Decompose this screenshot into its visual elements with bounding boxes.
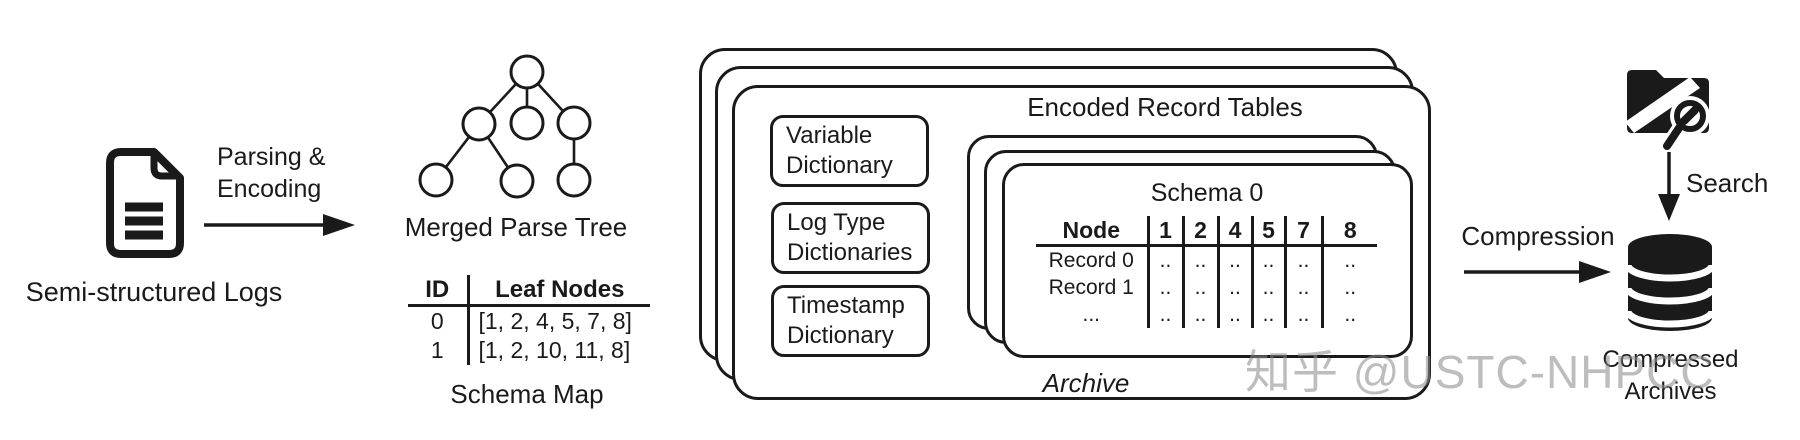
database-top (1628, 234, 1712, 260)
arrow-head (323, 214, 355, 236)
record-cell: .. (1283, 245, 1322, 274)
arrow-head (1658, 194, 1680, 221)
variable-dictionary-box: Variable Dictionary (770, 115, 929, 187)
node-id-header: 2 (1181, 216, 1218, 247)
record-cell: .. (1181, 274, 1218, 301)
node-id-header: 8 (1320, 216, 1377, 247)
record-cell: .. (1216, 274, 1252, 301)
parsing-label-line1: Parsing & (217, 143, 326, 171)
tree-node (499, 163, 535, 199)
record-row: Record 1 .. .. .. .. .. .. (1036, 274, 1377, 301)
encoded-record-table: Node 1 2 4 5 7 8 Record 0 .. .. .. .. ..… (1036, 216, 1377, 328)
parsing-arrow (204, 214, 355, 236)
timestamp-dictionary-box: Timestamp Dictionary (771, 285, 930, 357)
compressed-archives-line2: Archives (1624, 378, 1717, 405)
compressed-archives-line1: Compressed (1602, 346, 1739, 373)
log-type-dictionaries-box: Log Type Dictionaries (771, 202, 930, 274)
search-label: Search (1686, 168, 1769, 198)
database-body (1628, 247, 1712, 331)
merged-parse-tree-label: Merged Parse Tree (404, 212, 628, 242)
tree-nodes (418, 54, 592, 199)
database-separator (1626, 287, 1714, 305)
record-cell: .. (1216, 301, 1252, 328)
schema-0-title: Schema 0 (1150, 179, 1264, 207)
record-cell: .. (1283, 274, 1322, 301)
schema-id-cell: 1 (430, 337, 444, 363)
magnifier-handle (1663, 124, 1683, 150)
variable-dictionary-line1: Variable (786, 122, 873, 149)
schema-map-label: Schema Map (450, 379, 604, 409)
schema-id-cell: 0 (430, 308, 444, 334)
log-type-dictionaries-line1: Log Type (787, 209, 886, 236)
tree-node (556, 105, 592, 141)
record-cell: .. (1146, 274, 1183, 301)
record-cell: .. (1320, 245, 1377, 274)
schema-map-table: ID Leaf Nodes 0 [1, 2, 4, 5, 7, 8] 1 [1,… (408, 275, 650, 365)
node-id-header: 1 (1146, 216, 1183, 247)
record-label: Record 0 (1048, 248, 1134, 272)
record-label: ... (1082, 302, 1100, 326)
record-cell: .. (1250, 274, 1285, 301)
record-cell: .. (1320, 274, 1377, 301)
tree-node (418, 162, 454, 198)
compression-label: Compression (1461, 221, 1615, 251)
schema-map-header-leaf-nodes: Leaf Nodes (466, 275, 650, 307)
folder-flap-gap (1625, 77, 1700, 133)
merged-parse-tree (418, 54, 592, 199)
node-column-header: Node (1036, 216, 1148, 247)
parsing-label-line2: Encoding (217, 175, 322, 203)
record-cell: .. (1320, 301, 1377, 328)
record-cell: .. (1181, 245, 1218, 274)
semi-structured-logs-label: Semi-structured Logs (25, 277, 283, 307)
database-separator (1626, 264, 1714, 282)
timestamp-dictionary-line1: Timestamp (787, 292, 905, 319)
record-row: Record 0 .. .. .. .. .. .. (1036, 245, 1377, 274)
record-table-header-row: Node 1 2 4 5 7 8 (1036, 216, 1377, 247)
node-id-header: 7 (1283, 216, 1322, 247)
schema-map-row: 0 [1, 2, 4, 5, 7, 8] (408, 305, 650, 336)
record-cell: .. (1250, 301, 1285, 328)
record-cell: .. (1216, 245, 1252, 274)
schema-map-row: 1 [1, 2, 10, 11, 8] (408, 336, 650, 365)
schema-map-header-row: ID Leaf Nodes (408, 275, 650, 307)
record-cell: .. (1181, 301, 1218, 328)
timestamp-dictionary-line2: Dictionary (787, 322, 894, 349)
archive-label: Archive (1042, 368, 1130, 398)
watermark: 知乎 @USTC-NHPCC (1245, 346, 1715, 398)
record-cell: .. (1283, 301, 1322, 328)
arrow-head (1579, 261, 1611, 283)
node-id-header: 5 (1250, 216, 1285, 247)
encoded-record-tables-title: Encoded Record Tables (1027, 92, 1303, 122)
tree-node (556, 162, 592, 198)
parsing-encoding-label: Parsing & Encoding (217, 141, 325, 205)
record-row: ... .. .. .. .. .. .. (1036, 301, 1377, 328)
node-id-header: 4 (1216, 216, 1252, 247)
folder-search-icon (1625, 70, 1710, 150)
tree-edges (434, 71, 576, 182)
record-cell: .. (1146, 301, 1183, 328)
tree-node (509, 54, 545, 90)
leaf-nodes-cell: [1, 2, 4, 5, 7, 8] (466, 305, 650, 336)
leaf-nodes-cell: [1, 2, 10, 11, 8] (466, 336, 650, 365)
database-separator (1626, 310, 1714, 328)
tree-node (461, 106, 497, 142)
compressed-archives-label: Compressed Archives (1578, 344, 1763, 408)
compression-arrow (1464, 261, 1611, 283)
magnifier-glint (1680, 106, 1699, 125)
schema-map-header-id: ID (408, 275, 468, 307)
record-label: Record 1 (1048, 275, 1134, 299)
record-cell: .. (1250, 245, 1285, 274)
database-icon (1626, 234, 1714, 331)
variable-dictionary-line2: Dictionary (786, 152, 893, 179)
search-arrow (1658, 152, 1680, 221)
tree-node (509, 105, 545, 141)
document-icon (106, 148, 184, 258)
record-cell: .. (1146, 245, 1183, 274)
log-type-dictionaries-line2: Dictionaries (787, 239, 913, 266)
document-fold (150, 154, 178, 180)
